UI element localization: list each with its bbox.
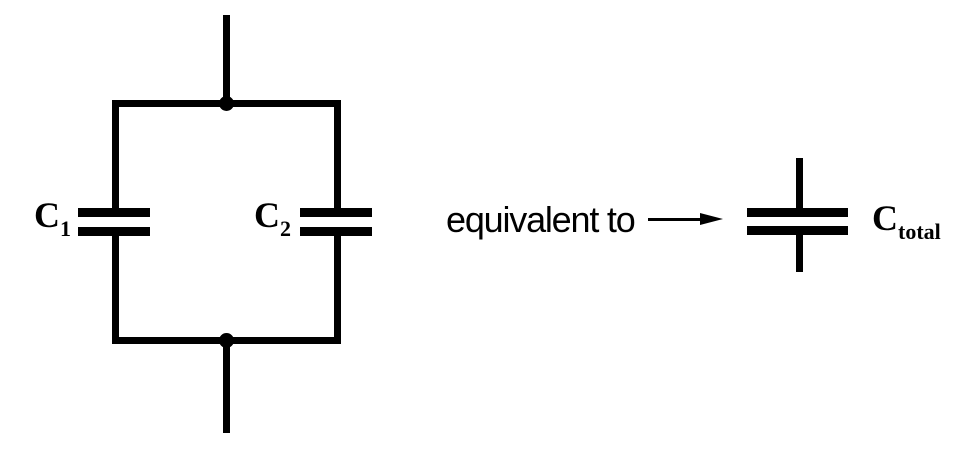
top-lead-wire	[223, 15, 230, 104]
right-branch-lower-wire	[334, 236, 341, 344]
c2-top-plate	[300, 208, 372, 217]
c1-label-subscript: 1	[60, 216, 71, 241]
ctotal-bottom-plate	[747, 226, 848, 235]
ctotal-top-plate	[747, 208, 848, 217]
c1-bottom-plate	[78, 227, 150, 236]
ctotal-label-subscript: total	[898, 219, 941, 244]
ctotal-bottom-lead-wire	[796, 235, 803, 272]
top-junction-dot	[219, 96, 234, 111]
right-arrow-icon	[648, 218, 704, 221]
equivalent-to-text: equivalent to	[446, 199, 636, 240]
ctotal-label-base: C	[872, 198, 898, 238]
capacitor-ctotal-label: Ctotal	[872, 200, 941, 243]
right-arrow-head-icon	[700, 213, 723, 225]
right-branch-upper-wire	[334, 100, 341, 208]
c2-label-base: C	[254, 195, 280, 235]
c1-label-base: C	[34, 195, 60, 235]
c2-bottom-plate	[300, 227, 372, 236]
bottom-lead-wire	[223, 340, 230, 433]
left-branch-lower-wire	[112, 236, 119, 344]
c1-top-plate	[78, 208, 150, 217]
left-branch-upper-wire	[112, 100, 119, 208]
capacitor-c1-label: C1	[34, 197, 71, 240]
ctotal-top-lead-wire	[796, 158, 803, 209]
c2-label-subscript: 2	[280, 216, 291, 241]
capacitor-c2-label: C2	[254, 197, 291, 240]
